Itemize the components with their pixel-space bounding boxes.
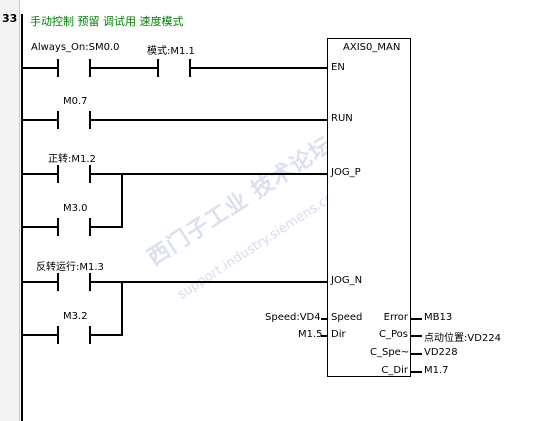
rung-wire xyxy=(91,119,327,121)
rung-wire xyxy=(91,67,157,69)
contact-reverse-label[interactable]: 反转运行:M1.3 xyxy=(36,262,104,273)
contact-forward-left[interactable] xyxy=(57,165,59,183)
contact-m07-right[interactable] xyxy=(89,111,91,129)
contact-m32-left[interactable] xyxy=(57,326,59,344)
operand-speed[interactable]: Speed:VD4 xyxy=(265,312,321,323)
pin-c-dir: C_Dir xyxy=(381,365,408,376)
rung-wire xyxy=(91,226,122,228)
pin-wire xyxy=(321,335,327,337)
pin-run: RUN xyxy=(331,113,353,124)
pin-jog-n: JOG_N xyxy=(331,275,363,286)
pin-dir: Dir xyxy=(331,329,346,340)
branch-wire xyxy=(121,281,123,336)
contact-m30-left[interactable] xyxy=(57,218,59,236)
contact-always-on-left[interactable] xyxy=(57,59,59,77)
network-comment[interactable]: 手动控制 预留 调试用 速度模式 xyxy=(30,15,184,28)
contact-m32-label[interactable]: M3.2 xyxy=(63,311,88,322)
contact-mode-right[interactable] xyxy=(189,59,191,77)
contact-forward-label[interactable]: 正转:M1.2 xyxy=(48,154,96,165)
pin-error: Error xyxy=(383,312,408,323)
operand-c-spe[interactable]: VD228 xyxy=(424,347,458,358)
rung-wire xyxy=(23,281,57,283)
contact-mode-label[interactable]: 模式:M1.1 xyxy=(147,46,195,57)
rung-wire xyxy=(23,119,57,121)
pin-wire xyxy=(321,318,327,320)
pin-wire xyxy=(411,335,422,337)
pin-wire xyxy=(411,318,422,320)
pin-wire xyxy=(411,371,422,373)
contact-m07-left[interactable] xyxy=(57,111,59,129)
contact-m30-right[interactable] xyxy=(89,218,91,236)
contact-forward-right[interactable] xyxy=(89,165,91,183)
contact-m32-right[interactable] xyxy=(89,326,91,344)
rung-wire xyxy=(23,67,57,69)
rung-wire xyxy=(191,67,327,69)
network-number: 33 xyxy=(2,12,18,25)
rung-wire xyxy=(91,281,327,283)
operand-c-pos[interactable]: 点动位置:VD224 xyxy=(424,333,501,344)
rung-wire xyxy=(23,334,57,336)
contact-mode-left[interactable] xyxy=(157,59,159,77)
contact-reverse-left[interactable] xyxy=(57,273,59,291)
rung-wire xyxy=(23,226,57,228)
operand-c-dir[interactable]: M1.7 xyxy=(424,365,449,376)
contact-always-on-label[interactable]: Always_On:SM0.0 xyxy=(31,42,120,53)
pin-wire xyxy=(411,353,422,355)
contact-reverse-right[interactable] xyxy=(89,273,91,291)
network-gutter xyxy=(0,0,20,421)
axis-function-block[interactable] xyxy=(327,38,411,377)
pin-en: EN xyxy=(331,62,345,73)
operand-error[interactable]: MB13 xyxy=(424,312,453,323)
block-title: AXIS0_MAN xyxy=(343,42,401,53)
rung-wire xyxy=(91,334,122,336)
operand-dir[interactable]: M1.5 xyxy=(298,329,323,340)
pin-c-spe: C_Spe~ xyxy=(370,347,410,358)
branch-wire xyxy=(121,173,123,228)
contact-m30-label[interactable]: M3.0 xyxy=(63,203,88,214)
rung-wire xyxy=(91,173,327,175)
rung-wire xyxy=(23,173,57,175)
contact-always-on-right[interactable] xyxy=(89,59,91,77)
pin-jog-p: JOG_P xyxy=(331,167,361,178)
power-rail xyxy=(21,14,23,421)
pin-speed: Speed xyxy=(331,312,363,323)
pin-c-pos: C_Pos xyxy=(379,329,408,340)
contact-m07-label[interactable]: M0.7 xyxy=(63,96,88,107)
